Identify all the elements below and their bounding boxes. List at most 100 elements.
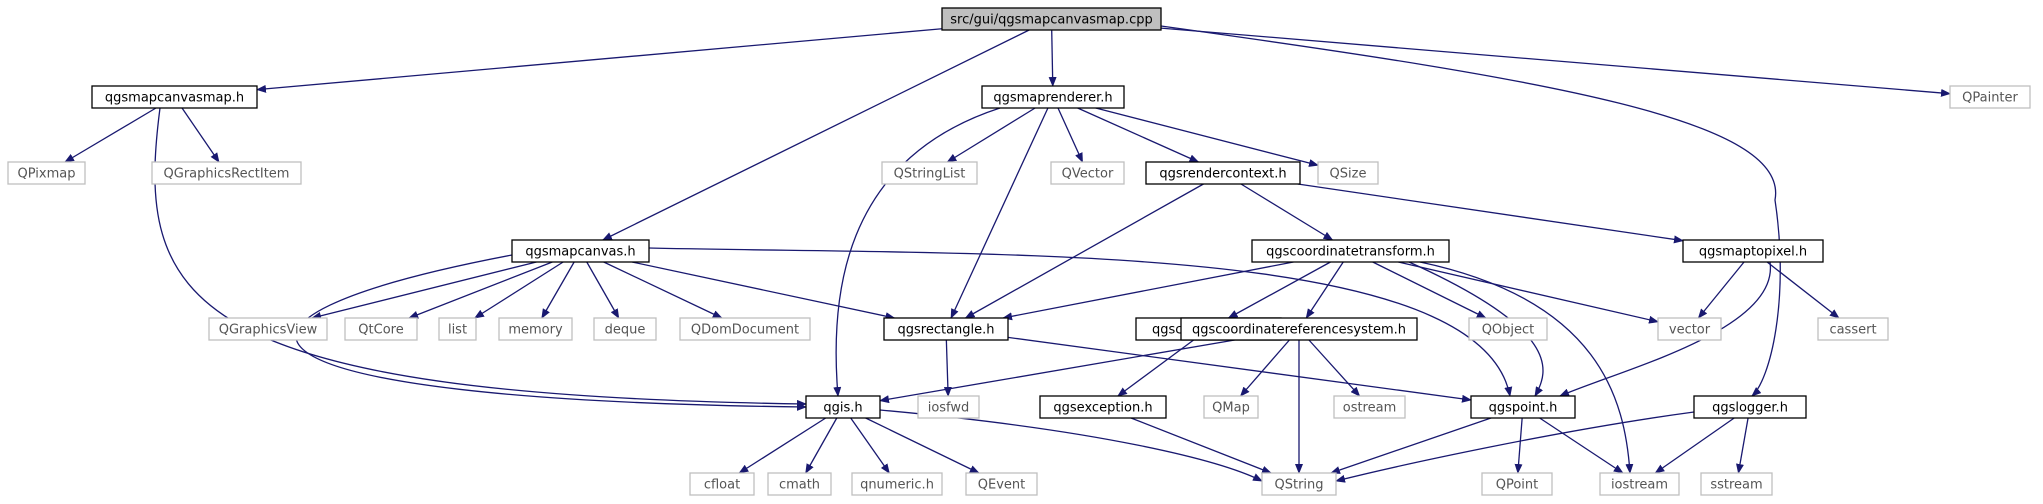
edge-mapcanvas_h-to-qtcore: [408, 261, 553, 319]
edge-canvasmap_h-to-qgraphicsrectitem: [181, 107, 220, 163]
node-rendercontext_h[interactable]: qgsrendercontext.h: [1145, 161, 1301, 185]
node-vector: vector: [1657, 317, 1722, 341]
edge-logger_h-to-iostream: [1654, 417, 1735, 474]
edge-mapcanvas_h-to-qgis_h: [295, 254, 807, 411]
node-box-rectangle_h: [883, 317, 1009, 341]
edge-qgis_h-to-qevent: [865, 417, 980, 474]
edge-crs_h-to-qmap: [1239, 339, 1290, 397]
edge-coordtransform_h-to-point_h: [1408, 261, 1544, 397]
edge-canvasmap_h-to-qpixmap: [64, 107, 157, 163]
node-qsize: QSize: [1317, 161, 1379, 185]
node-rectangle_h[interactable]: qgsrectangle.h: [883, 317, 1009, 341]
node-label-qpoint: QPoint: [1496, 478, 1539, 493]
edge-crs_h-to-ostream: [1308, 339, 1361, 397]
node-label-exception_h: qgsexception.h: [1053, 401, 1152, 416]
node-label-qmap: QMap: [1212, 401, 1250, 416]
node-box-qgis_h: [805, 395, 881, 419]
node-qpoint: QPoint: [1481, 472, 1553, 496]
edge-maprenderer_h-to-rendercontext_h: [1077, 107, 1200, 163]
node-label-root: src/gui/qgsmapcanvasmap.cpp: [950, 13, 1152, 28]
edge-point_h-to-qstring: [1330, 417, 1492, 474]
node-box-iostream: [1599, 472, 1680, 496]
node-label-maprenderer_h: qgsmaprenderer.h: [993, 91, 1112, 106]
node-label-qpainter: QPainter: [1962, 91, 2018, 106]
node-box-qstring: [1261, 472, 1337, 496]
node-root[interactable]: src/gui/qgsmapcanvasmap.cpp: [941, 7, 1162, 31]
node-exception_h[interactable]: qgsexception.h: [1039, 395, 1167, 419]
edge-logger_h-to-sstream: [1736, 417, 1749, 474]
node-sstream: sstream: [1700, 472, 1773, 496]
nodes-layer: src/gui/qgsmapcanvasmap.cpp qgsmapcanvasm…: [7, 7, 2031, 496]
node-list: list: [438, 317, 477, 341]
node-label-qtcore: QtCore: [358, 323, 403, 338]
node-label-iostream: iostream: [1611, 478, 1668, 493]
node-box-cassert: [1817, 317, 1889, 341]
node-box-qvector: [1050, 161, 1125, 185]
edge-maptopixel_h-to-cassert: [1766, 261, 1840, 319]
edge-coordtransform_h-to-qobject: [1372, 261, 1487, 319]
node-qgis_h[interactable]: qgis.h: [805, 395, 881, 419]
node-memory: memory: [498, 317, 573, 341]
node-label-rectangle_h: qgsrectangle.h: [897, 323, 994, 338]
edge-mapcanvas_h-to-memory: [541, 261, 575, 319]
edge-rectangle_h-to-point_h: [1007, 336, 1472, 403]
node-qdomdocument: QDomDocument: [679, 317, 811, 341]
node-box-cfloat: [689, 472, 755, 496]
node-point_h[interactable]: qgspoint.h: [1470, 395, 1576, 419]
edge-qgis_h-to-cfloat: [738, 417, 827, 474]
node-deque: deque: [593, 317, 657, 341]
edge-root-to-qpainter: [1160, 27, 1951, 97]
node-qevent: QEvent: [965, 472, 1038, 496]
edge-point_h-to-qpoint: [1514, 417, 1523, 474]
node-maprenderer_h[interactable]: qgsmaprenderer.h: [981, 85, 1125, 109]
node-label-qpixmap: QPixmap: [18, 167, 76, 182]
node-box-qpixmap: [7, 161, 86, 185]
node-label-cmath: cmath: [779, 478, 820, 493]
edge-rendercontext_h-to-maptopixel_h: [1297, 183, 1684, 244]
edge-rendercontext_h-to-rectangle_h: [964, 183, 1204, 319]
node-crs_h[interactable]: qgscoordinatereferencesystem.h: [1180, 317, 1418, 341]
node-box-qmap: [1203, 395, 1259, 419]
node-qnumeric_h: qnumeric.h: [851, 472, 943, 496]
edge-maprenderer_h-to-qvector: [1057, 107, 1084, 163]
node-box-maprenderer_h: [981, 85, 1125, 109]
node-ostream: ostream: [1333, 395, 1406, 419]
node-box-exception_h: [1039, 395, 1167, 419]
node-cfloat: cfloat: [689, 472, 755, 496]
edge-mapcanvas_h-to-rectangle_h: [631, 261, 896, 321]
node-label-qvector: QVector: [1062, 167, 1114, 182]
node-qgraphicsview: QGraphicsView: [208, 317, 328, 341]
edge-canvasmap_h-to-qgis_h: [154, 107, 807, 408]
edge-maprenderer_h-to-rectangle_h: [950, 107, 1049, 319]
edge-coordtransform_h-to-vector: [1398, 261, 1659, 324]
node-qstring: QString: [1261, 472, 1337, 496]
node-qtcore: QtCore: [344, 317, 418, 341]
node-box-qtcore: [344, 317, 418, 341]
node-qpixmap: QPixmap: [7, 161, 86, 185]
edges-layer: [64, 25, 1951, 483]
node-qmap: QMap: [1203, 395, 1259, 419]
node-label-qsize: QSize: [1330, 167, 1367, 182]
node-canvasmap_h[interactable]: qgsmapcanvasmap.h: [91, 85, 258, 109]
node-label-canvasmap_h: qgsmapcanvasmap.h: [105, 91, 244, 106]
edge-rectangle_h-to-iosfwd: [943, 339, 952, 397]
node-label-ostream: ostream: [1343, 401, 1397, 416]
node-label-vector: vector: [1669, 323, 1711, 338]
node-maptopixel_h[interactable]: qgsmaptopixel.h: [1682, 239, 1824, 263]
node-coordtransform_h[interactable]: qgscoordinatetransform.h: [1251, 239, 1450, 263]
node-label-cassert: cassert: [1829, 323, 1876, 338]
edge-crs_h-to-qgis_h: [879, 339, 1235, 404]
node-box-qpainter: [1949, 85, 2031, 109]
node-box-list: [438, 317, 477, 341]
edge-rendercontext_h-to-coordtransform_h: [1240, 183, 1334, 241]
node-cassert: cassert: [1817, 317, 1889, 341]
node-mapcanvas_h[interactable]: qgsmapcanvas.h: [511, 239, 650, 263]
node-box-ostream: [1333, 395, 1406, 419]
node-box-qobject: [1468, 317, 1548, 341]
edge-maprenderer_h-to-qsize: [1095, 107, 1319, 167]
edge-mapcanvas_h-to-deque: [586, 261, 620, 319]
node-box-logger_h: [1693, 395, 1807, 419]
node-logger_h[interactable]: qgslogger.h: [1693, 395, 1807, 419]
node-qgraphicsrectitem: QGraphicsRectItem: [151, 161, 302, 185]
